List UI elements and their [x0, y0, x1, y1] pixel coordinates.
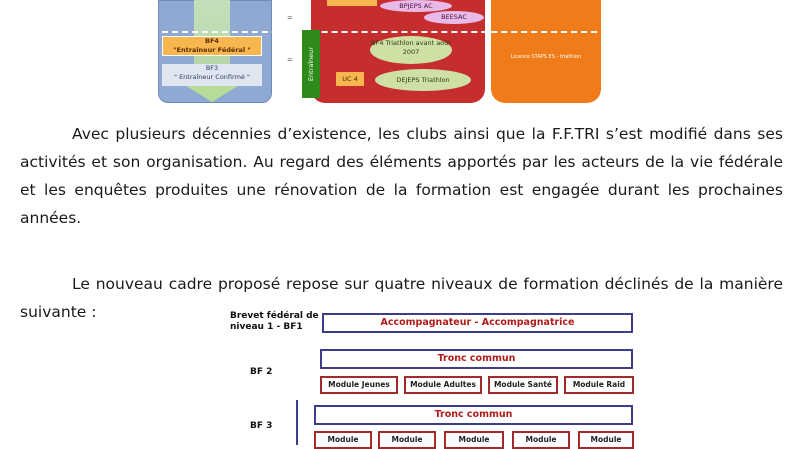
bf3-box: BF3 " Entraîneur Confirmé "	[162, 64, 262, 86]
paragraph-history: Avec plusieurs décennies d’existence, le…	[20, 120, 783, 232]
bf3-label: BF 3	[250, 421, 273, 431]
equals-sign-1: =	[287, 14, 293, 22]
bf3-module: Module	[314, 431, 372, 449]
paragraph-new-framework: Le nouveau cadre proposé repose sur quat…	[20, 270, 783, 326]
bf4-triathlon-ellipse: BF4 Triathlon avant août 2007	[370, 36, 452, 64]
bf3-module: Module	[578, 431, 634, 449]
bf2-tronc-title: Tronc commun	[437, 353, 516, 364]
bf4-box: BF4 "Entraîneur Fédéral "	[162, 36, 262, 56]
paragraph-new-framework-text: Le nouveau cadre proposé repose sur quat…	[20, 275, 783, 321]
equals-sign-2: =	[287, 56, 293, 64]
bf4-subtitle: "Entraîneur Fédéral "	[173, 46, 251, 54]
bf2-tronc-box: Tronc commun	[320, 349, 633, 369]
progression-arrow-head	[186, 86, 238, 102]
beesac-ellipse: BEESAC	[424, 11, 484, 24]
entraineur-label: Entraîneur	[307, 46, 315, 82]
bf4-label: BF4	[205, 37, 219, 45]
bf3-module: Module	[378, 431, 436, 449]
bf1-box-title: Accompagnateur - Accompagnatrice	[380, 317, 575, 328]
bf3-module: Module	[512, 431, 570, 449]
bf2-module-jeunes: Module Jeunes	[320, 376, 398, 394]
licence-staps-text: Licence STAPS ES - triathlon	[510, 54, 582, 60]
bf3-label: BF3	[205, 64, 219, 72]
paragraph-history-text: Avec plusieurs décennies d’existence, le…	[20, 125, 783, 227]
bf3-bracket	[296, 400, 298, 445]
bf1-box: Accompagnateur - Accompagnatrice	[322, 313, 633, 333]
bf2-module-raid: Module Raid	[564, 376, 634, 394]
bf3-tronc-title: Tronc commun	[434, 409, 513, 420]
bf3-tronc-box: Tronc commun	[314, 405, 633, 425]
bf2-module-adultes: Module Adultes	[404, 376, 482, 394]
dejeps-ellipse: DEJEPS Triathlon	[375, 69, 471, 91]
bf3-subtitle: " Entraîneur Confirmé "	[174, 73, 250, 81]
bf2-module-sante: Module Santé	[488, 376, 558, 394]
entraineur-bar: Entraîneur	[302, 30, 320, 98]
dashed-separator	[152, 31, 607, 33]
bf3-module: Module	[444, 431, 504, 449]
bpjeps-ellipse: BPJEPS AC	[380, 0, 452, 12]
uc4-box: UC 4	[336, 72, 364, 86]
top-box-stub	[327, 0, 377, 6]
bf1-label: Brevet fédéral de niveau 1 - BF1	[230, 311, 319, 332]
university-block	[491, 0, 601, 103]
bf2-label: BF 2	[250, 367, 273, 377]
